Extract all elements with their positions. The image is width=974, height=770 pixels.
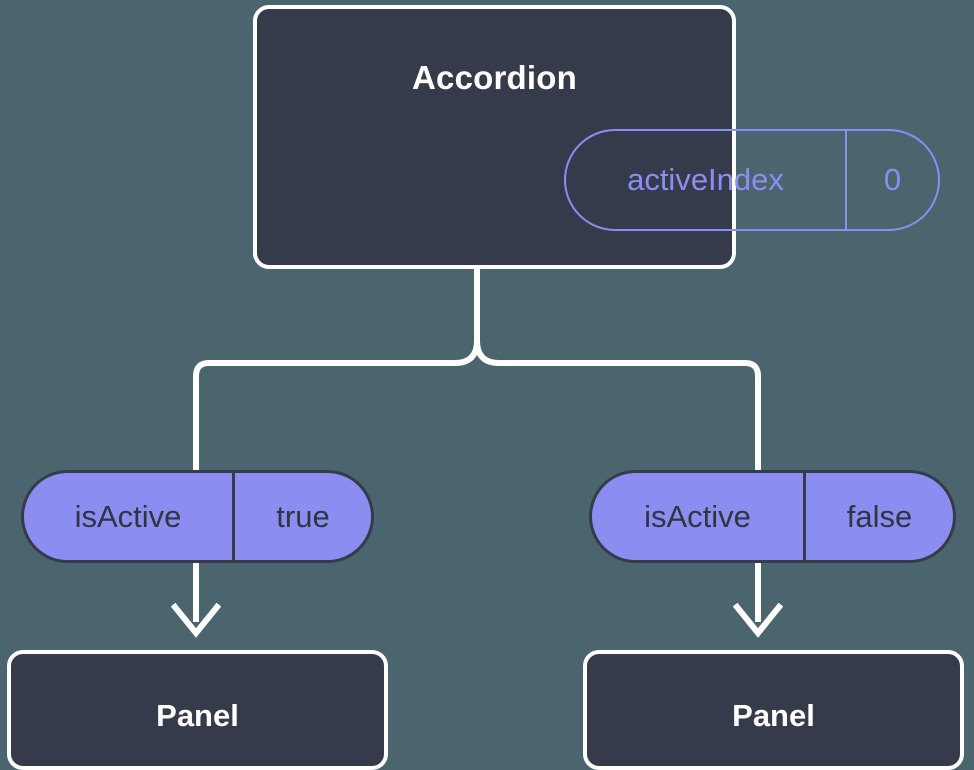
panel-component-box-left: Panel [7, 650, 388, 770]
prop-pill-left-value: true [232, 473, 371, 560]
connector-fork-left [193, 340, 480, 470]
panel-title-right: Panel [732, 698, 815, 733]
panel-title-left: Panel [156, 698, 239, 733]
prop-pill-left-is-active: isActive true [21, 470, 374, 563]
accordion-component-box: Accordion activeIndex 0 [253, 5, 940, 269]
arrow-left-head [170, 602, 222, 638]
accordion-title: Accordion [412, 59, 577, 96]
prop-pill-left-key: isActive [74, 498, 182, 534]
prop-pill-right-key: isActive [644, 498, 751, 534]
connector-fork-right [474, 340, 761, 470]
arrow-right-head [732, 602, 784, 638]
state-chip-key-active-index: activeIndex [627, 162, 784, 197]
prop-pill-right-is-active: isActive false [589, 470, 956, 563]
state-chip-active-index: activeIndex 0 [564, 129, 940, 231]
state-chip-value-active-index: 0 [845, 131, 938, 229]
prop-pill-right-value: false [803, 473, 953, 560]
panel-component-box-right: Panel [583, 650, 964, 770]
